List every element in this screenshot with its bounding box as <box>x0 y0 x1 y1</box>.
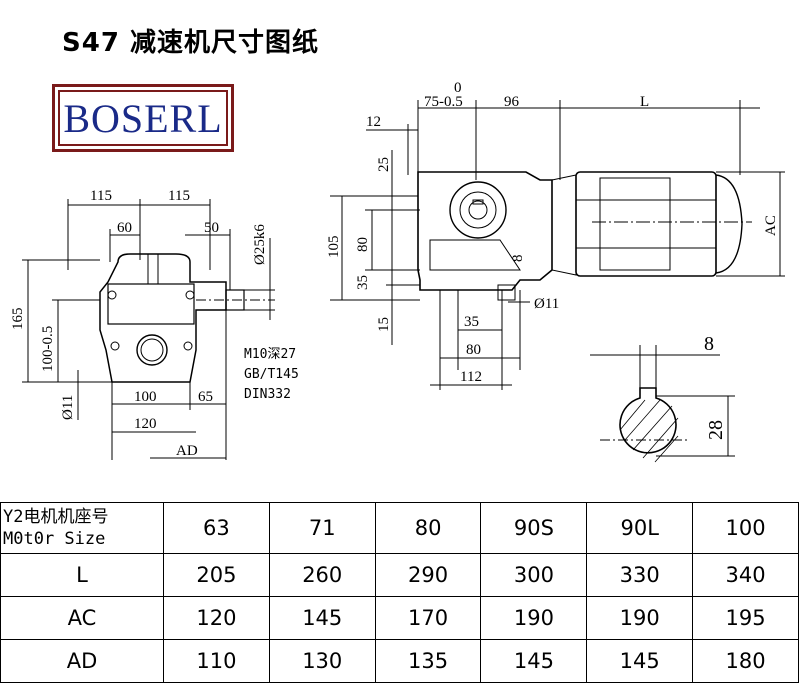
dim-105: 105 <box>326 236 342 259</box>
size-63: 63 <box>163 502 270 554</box>
dim-50: 50 <box>204 220 219 236</box>
dim-12: 12 <box>366 114 381 130</box>
dim-112: 112 <box>460 369 482 385</box>
dim-ad: AD <box>176 443 198 459</box>
dim-35-v: 35 <box>355 275 371 290</box>
table-cell: 130 <box>268 639 376 683</box>
table-cell: 170 <box>374 596 482 640</box>
dim-80-v: 80 <box>355 237 371 252</box>
dim-15: 15 <box>376 317 392 332</box>
brand-logo-text: BOSERL <box>63 95 223 141</box>
dim-165: 165 <box>10 308 26 331</box>
brand-logo: BOSERL <box>52 84 234 152</box>
table-row: AC 120 145 170 190 190 195 <box>0 596 799 640</box>
table-cell: 205 <box>163 553 270 597</box>
table-cell: 145 <box>586 639 694 683</box>
row-label: AC <box>0 596 164 640</box>
dim-75: 75-0.5 <box>424 94 463 110</box>
table-cell: 190 <box>480 596 588 640</box>
size-100: 100 <box>692 502 799 554</box>
dim-l: L <box>640 94 649 110</box>
side-view <box>330 100 785 390</box>
standard-din: DIN332 <box>244 387 291 402</box>
size-71: 71 <box>268 502 376 554</box>
row-label: AD <box>0 639 164 683</box>
side-view-labels: 0 75-0.5 96 L 12 25 105 80 35 15 8 35 Ø1… <box>326 80 779 385</box>
size-90s: 90S <box>480 502 588 554</box>
table-cell: 195 <box>692 596 799 640</box>
table-cell: 145 <box>480 639 588 683</box>
dim-60: 60 <box>117 220 132 236</box>
key-section-labels: 8 28 <box>704 333 727 440</box>
table-cell: 110 <box>163 639 270 683</box>
dim-96: 96 <box>504 94 520 110</box>
dim-key-width: 8 <box>704 333 714 355</box>
table-cell: 260 <box>268 553 376 597</box>
drawing-title: S47 减速机尺寸图纸 <box>62 28 319 58</box>
dim-tol-0: 0 <box>454 80 462 96</box>
table-cell: 120 <box>163 596 270 640</box>
dim-115-left: 115 <box>90 188 112 204</box>
dim-115-right: 115 <box>168 188 190 204</box>
key-section <box>590 345 735 463</box>
dim-8: 8 <box>510 255 526 263</box>
row-label: L <box>0 553 164 597</box>
thread-note: M10深27 <box>244 347 296 362</box>
dim-shaft-dia: Ø25k6 <box>252 224 268 265</box>
technical-drawing: 115 115 60 50 Ø25k6 165 100-0.5 Ø11 100 … <box>10 80 785 463</box>
dim-100: 100 <box>134 389 157 405</box>
table-row: L 205 260 290 300 330 340 <box>0 553 799 597</box>
dim-35-h: 35 <box>464 314 479 330</box>
front-view <box>22 199 275 460</box>
motor-size-table: Y2电机机座号 M0t0r Size 63 71 80 90S 90L 100 … <box>0 502 799 683</box>
table-row: AD 110 130 135 145 145 180 <box>0 639 799 683</box>
table-cell: 300 <box>480 553 588 597</box>
table-header-cell: Y2电机机座号 M0t0r Size <box>0 502 164 554</box>
table-cell: 180 <box>692 639 799 683</box>
size-80: 80 <box>374 502 482 554</box>
dim-25: 25 <box>376 157 392 172</box>
dim-dia-11: Ø11 <box>60 395 76 420</box>
standard-gb: GB/T145 <box>244 367 299 382</box>
dim-80-h: 80 <box>466 342 481 358</box>
dim-key-height: 28 <box>705 420 727 440</box>
table-header-row: Y2电机机座号 M0t0r Size 63 71 80 90S 90L 100 <box>0 502 799 554</box>
table-cell: 190 <box>586 596 694 640</box>
header-label-cn: Y2电机机座号 <box>3 507 109 527</box>
table-cell: 330 <box>586 553 694 597</box>
size-90l: 90L <box>586 502 694 554</box>
dim-dia-11-side: Ø11 <box>534 296 559 312</box>
header-label-en: M0t0r Size <box>3 529 106 549</box>
table-cell: 340 <box>692 553 799 597</box>
dim-100-tol: 100-0.5 <box>40 326 56 372</box>
table-cell: 290 <box>374 553 482 597</box>
table-cell: 135 <box>374 639 482 683</box>
dim-120: 120 <box>134 416 157 432</box>
dim-65: 65 <box>198 389 213 405</box>
dim-ac: AC <box>763 215 779 236</box>
table-cell: 145 <box>268 596 376 640</box>
front-view-labels: 115 115 60 50 Ø25k6 165 100-0.5 Ø11 100 … <box>10 188 299 459</box>
